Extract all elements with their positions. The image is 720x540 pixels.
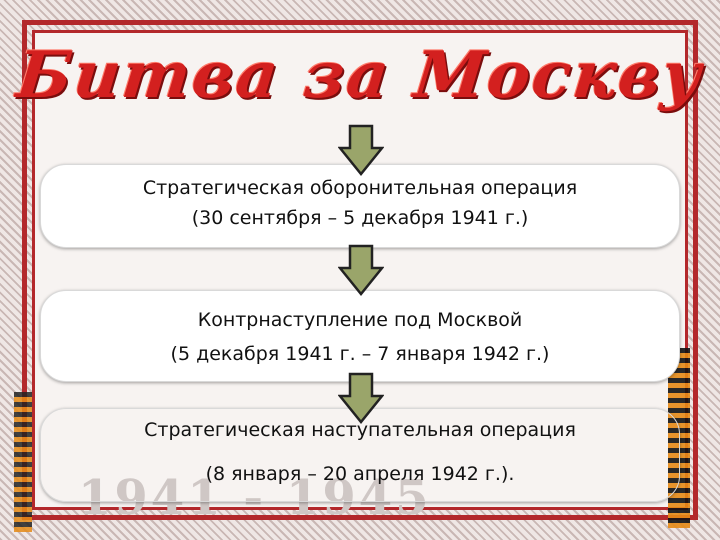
stage-2-name: Контрнаступление под Москвой <box>197 309 523 331</box>
years-watermark: 1941 - 1945 <box>78 470 432 526</box>
down-arrow-icon <box>338 124 384 176</box>
down-arrow-icon <box>338 244 384 296</box>
stage-box-defensive: Стратегическая оборонительная операция (… <box>40 164 680 248</box>
stage-2-dates: (5 декабря 1941 г. – 7 января 1942 г.) <box>170 343 550 365</box>
stage-1-dates: (30 сентября – 5 декабря 1941 г.) <box>191 207 529 229</box>
st-george-ribbon-left <box>14 392 32 532</box>
stage-box-counteroffensive: Контрнаступление под Москвой (5 декабря … <box>40 290 680 382</box>
stage-3-name: Стратегическая наступательная операция <box>144 419 576 441</box>
stage-1-name: Стратегическая оборонительная операция <box>142 177 578 199</box>
slide-title: Битва за Москву <box>13 38 707 113</box>
stage-3-dates: (8 января – 20 апреля 1942 г.). <box>205 463 515 485</box>
down-arrow-icon <box>338 372 384 424</box>
outer-red-border <box>22 20 698 520</box>
